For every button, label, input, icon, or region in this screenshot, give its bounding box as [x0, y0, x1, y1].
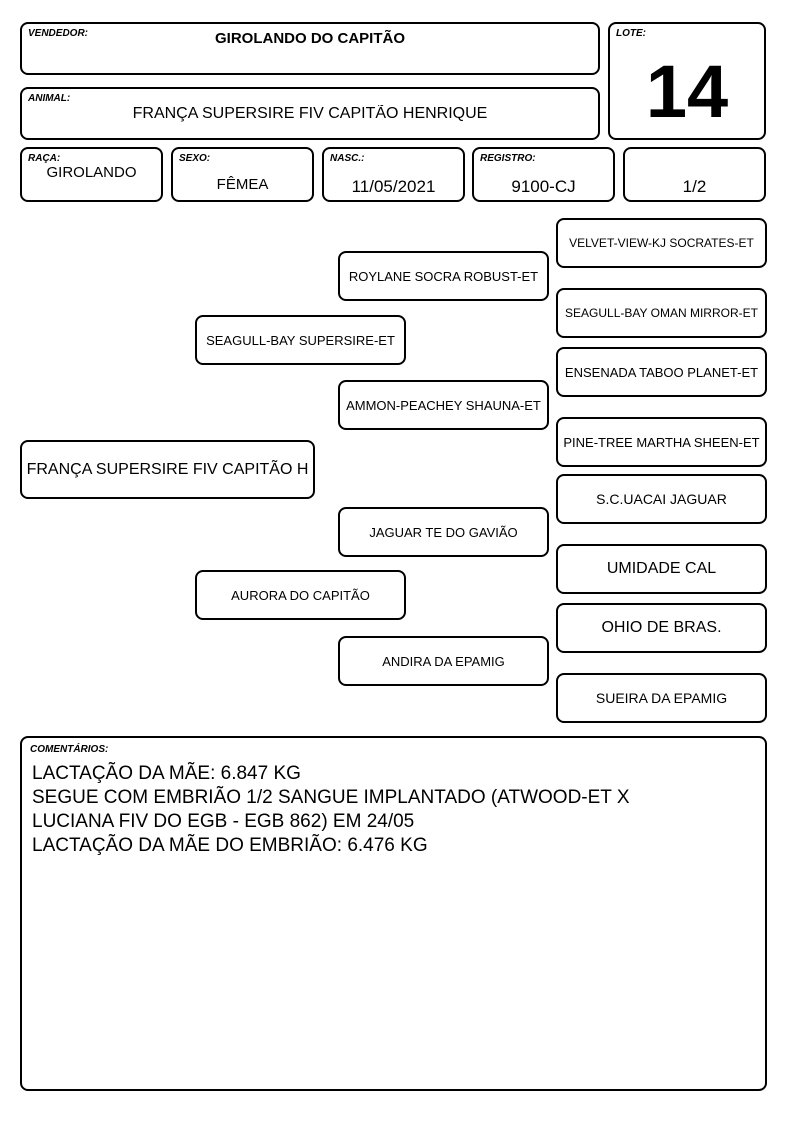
birth-label: NASC.:: [330, 153, 365, 164]
pedigree-animal: FRANÇA SUPERSIRE FIV CAPITÃO H: [20, 440, 315, 499]
sire: SEAGULL-BAY SUPERSIRE-ET: [195, 315, 406, 365]
registry-value: 9100-CJ: [511, 177, 576, 196]
comments-label: COMENTÁRIOS:: [30, 744, 109, 755]
dam: AURORA DO CAPITÃO: [195, 570, 406, 620]
paternal-grandsire: ROYLANE SOCRA ROBUST-ET: [338, 251, 549, 301]
seller-name: GIROLANDO DO CAPITÃO: [215, 30, 405, 47]
comment-line: LUCIANA FIV DO EGB - EGB 862) EM 24/05: [32, 811, 415, 832]
breed-box: RAÇA: GIROLANDO: [20, 147, 163, 202]
blood-fraction-box: 1/2: [623, 147, 766, 202]
registry-label: REGISTRO:: [480, 153, 536, 164]
breed-value: GIROLANDO: [46, 164, 137, 181]
blood-fraction-value: 1/2: [682, 177, 707, 196]
great-grandparent-7: OHIO DE BRAS.: [556, 603, 767, 653]
great-grandparent-5: S.C.UACAI JAGUAR: [556, 474, 767, 524]
comment-line: SEGUE COM EMBRIÃO 1/2 SANGUE IMPLANTADO …: [32, 787, 630, 808]
maternal-grandsire: JAGUAR TE DO GAVIÃO: [338, 507, 549, 557]
lot-number: 14: [645, 52, 729, 132]
breed-label: RAÇA:: [28, 153, 61, 164]
great-grandparent-4: PINE-TREE MARTHA SHEEN-ET: [556, 417, 767, 467]
lot-box: LOTE: 14: [608, 22, 766, 140]
seller-label: VENDEDOR:: [28, 28, 89, 39]
comments-box: COMENTÁRIOS: LACTAÇÃO DA MÃE: 6.847 KG S…: [20, 736, 767, 1091]
sex-label: SEXO:: [179, 153, 211, 164]
comment-line: LACTAÇÃO DA MÃE: 6.847 KG: [32, 763, 301, 784]
paternal-granddam: AMMON-PEACHEY SHAUNA-ET: [338, 380, 549, 430]
seller-box: VENDEDOR: GIROLANDO DO CAPITÃO: [20, 22, 600, 75]
maternal-granddam: ANDIRA DA EPAMIG: [338, 636, 549, 686]
great-grandparent-1: VELVET-VIEW-KJ SOCRATES-ET: [556, 218, 767, 268]
sex-box: SEXO: FÊMEA: [171, 147, 314, 202]
sex-value: FÊMEA: [216, 176, 269, 193]
comments-text: LACTAÇÃO DA MÃE: 6.847 KG SEGUE COM EMBR…: [32, 762, 755, 858]
great-grandparent-8: SUEIRA DA EPAMIG: [556, 673, 767, 723]
registry-box: REGISTRO: 9100-CJ: [472, 147, 615, 202]
comment-line: LACTAÇÃO DA MÃE DO EMBRIÃO: 6.476 KG: [32, 835, 428, 856]
great-grandparent-3: ENSENADA TABOO PLANET-ET: [556, 347, 767, 397]
lot-label: LOTE:: [616, 28, 646, 39]
animal-label: ANIMAL:: [28, 93, 71, 104]
animal-name: FRANÇA SUPERSIRE FIV CAPITÃO HENRIQUE: [132, 105, 488, 122]
birth-box: NASC.: 11/05/2021: [322, 147, 465, 202]
great-grandparent-6: UMIDADE CAL: [556, 544, 767, 594]
birth-date: 11/05/2021: [351, 177, 436, 196]
animal-box: ANIMAL: FRANÇA SUPERSIRE FIV CAPITÃO HEN…: [20, 87, 600, 140]
great-grandparent-2: SEAGULL-BAY OMAN MIRROR-ET: [556, 288, 767, 338]
